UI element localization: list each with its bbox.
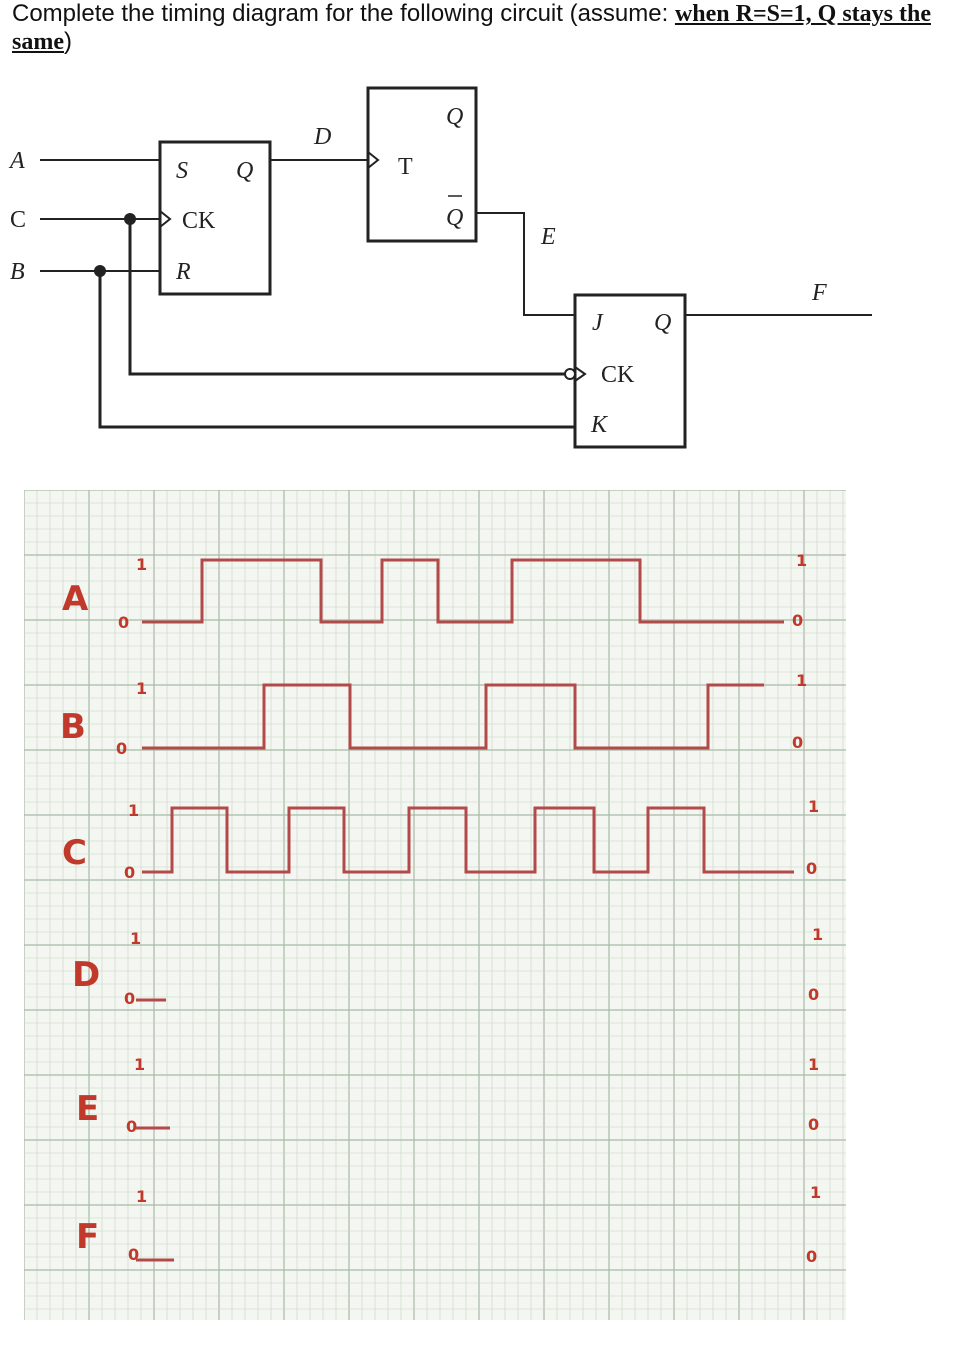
jk-label-q: Q: [654, 310, 671, 336]
signal-label-f: F: [76, 1217, 99, 1257]
signal-label-b: B: [60, 707, 86, 747]
level-low-e-right: 0: [808, 1115, 819, 1134]
signal-label-d: D: [72, 955, 100, 995]
level-low-a-right: 0: [792, 611, 803, 630]
signal-label-c: C: [62, 833, 87, 873]
grid-paper: [24, 490, 846, 1320]
t-clock-triangle: [367, 151, 380, 169]
level-high-b-right: 1: [796, 671, 807, 690]
label-d: D: [313, 124, 331, 150]
jk-clock-triangle: [574, 366, 587, 382]
level-low-e-left: 0: [126, 1117, 137, 1136]
label-input-a: A: [8, 148, 25, 174]
jk-label-k: K: [590, 412, 609, 438]
question-text-part1: Complete the timing diagram for the foll…: [12, 0, 675, 27]
level-low-d-right: 0: [808, 985, 819, 1004]
junction-b: [94, 265, 106, 277]
level-high-a-right: 1: [796, 551, 807, 570]
level-high-e-right: 1: [808, 1055, 819, 1074]
sr-label-q: Q: [236, 158, 253, 184]
level-high-e-left: 1: [134, 1055, 145, 1074]
level-low-c-left: 0: [124, 863, 135, 882]
level-low-b-left: 0: [116, 739, 127, 758]
level-high-b-left: 1: [136, 679, 147, 698]
question-text: Complete the timing diagram for the foll…: [12, 0, 942, 56]
timing-diagram: A B C D E F 1 0 1 0 1 0 1 0 1 0 1 0 1 0 …: [24, 490, 846, 1320]
level-high-f-right: 1: [810, 1183, 821, 1202]
level-high-d-left: 1: [130, 929, 141, 948]
junction-c: [124, 213, 136, 225]
level-high-c-right: 1: [808, 797, 819, 816]
circuit-diagram: A C B S Q CK R D T Q Q E F J Q CK K: [8, 86, 872, 449]
jk-label-ck: CK: [601, 362, 635, 388]
t-label-q: Q: [446, 104, 463, 130]
t-label-qbar: Q: [446, 205, 463, 231]
question-assumption: when R=S=1, Q stays the same: [12, 1, 931, 55]
signal-label-e: E: [76, 1089, 99, 1129]
sr-label-s: S: [176, 158, 188, 184]
sr-label-ck: CK: [182, 208, 216, 234]
level-low-a-left: 0: [118, 613, 129, 632]
level-high-f-left: 1: [136, 1187, 147, 1206]
jk-label-j: J: [592, 310, 604, 336]
jk-clock-bubble: [564, 368, 576, 380]
sr-clock-triangle: [159, 210, 172, 228]
level-high-a-left: 1: [136, 555, 147, 574]
level-low-b-right: 0: [792, 733, 803, 752]
wire-c-branch: [128, 219, 566, 376]
t-flipflop: [366, 86, 478, 243]
label-e: E: [540, 224, 556, 250]
level-high-c-left: 1: [128, 801, 139, 820]
waveform-c: [142, 806, 794, 874]
level-low-d-left: 0: [124, 989, 135, 1008]
wire-e: [476, 212, 575, 316]
level-low-f-right: 0: [806, 1247, 817, 1266]
signal-label-a: A: [62, 579, 89, 619]
waveform-a: [142, 558, 784, 624]
waveform-b: [142, 683, 764, 750]
level-low-f-left: 0: [128, 1245, 139, 1264]
question-text-part3: ): [63, 28, 72, 55]
grid-lines: [24, 490, 846, 1320]
level-high-d-right: 1: [812, 925, 823, 944]
sr-label-r: R: [175, 259, 191, 285]
level-low-c-right: 0: [806, 859, 817, 878]
label-input-b: B: [10, 259, 25, 285]
label-input-c: C: [10, 207, 26, 233]
label-f: F: [811, 280, 827, 306]
t-label-t: T: [398, 154, 413, 180]
wire-b-branch: [98, 271, 575, 429]
